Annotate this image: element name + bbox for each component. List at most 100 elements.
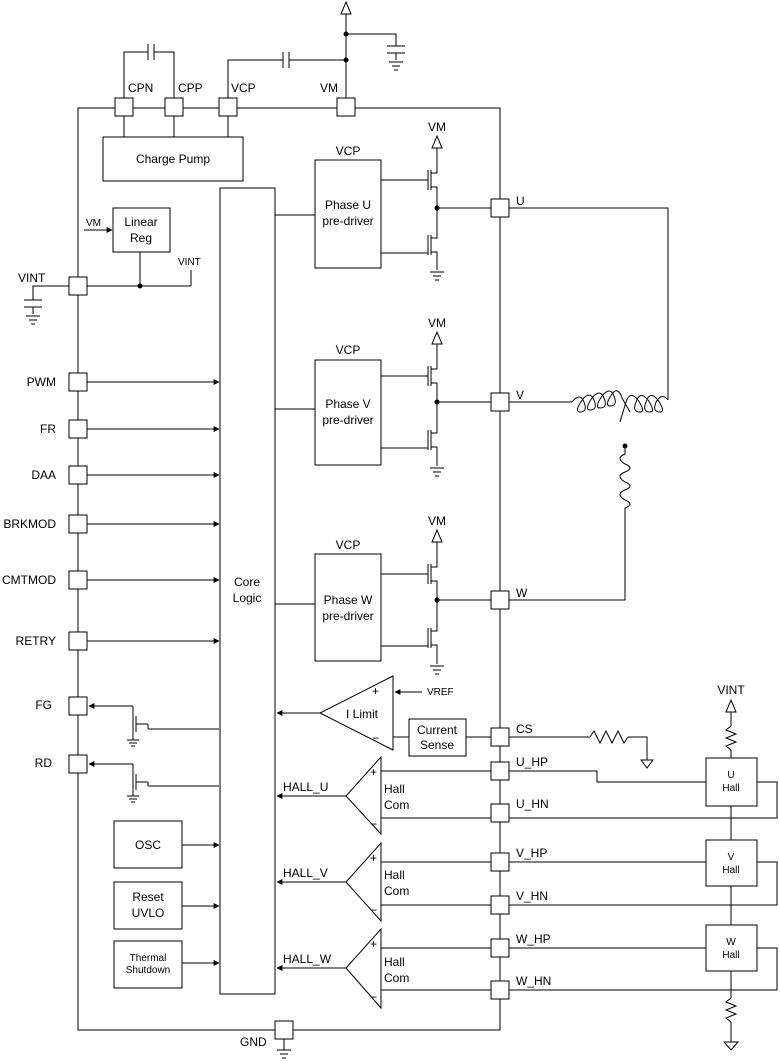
hall-w-label-1: Hall xyxy=(384,955,405,969)
hall-u-plus: + xyxy=(370,765,377,779)
hall-bottom-resistor-icon xyxy=(724,997,738,1023)
pin-w xyxy=(490,590,510,610)
w-hall-sensor-label-2: Hall xyxy=(722,950,739,961)
shutdown-label: Shutdown xyxy=(126,965,170,976)
linear-reg-block xyxy=(112,207,171,253)
ground-icon xyxy=(389,61,403,71)
pin-label-v-hn: V_HN xyxy=(516,889,548,903)
phase-v-vcp-label: VCP xyxy=(336,343,361,357)
hall-vint-label: VINT xyxy=(717,683,745,697)
pin-label-brkmod: BRKMOD xyxy=(3,517,56,531)
ground-icon xyxy=(127,739,139,747)
pin-label-u-hn: U_HN xyxy=(516,797,549,811)
charge-pump-label: Charge Pump xyxy=(136,152,210,166)
hall-vint-supply-icon xyxy=(725,698,737,713)
hall-u-label-1: Hall xyxy=(384,782,405,796)
pin-label-cmtmod: CMTMOD xyxy=(2,573,56,587)
motor-windings xyxy=(509,207,669,601)
linear-reg-vm-label: VM xyxy=(86,218,101,229)
pin-w-hp xyxy=(490,938,510,958)
pin-label-rd: RD xyxy=(35,756,53,770)
osc-label: OSC xyxy=(135,838,161,852)
hall-u-comparator xyxy=(345,755,382,836)
hall-w-minus: − xyxy=(370,990,377,1004)
w-hall-sensor-label-1: W xyxy=(726,937,736,948)
v-hall-sensor-label-1: V xyxy=(728,852,735,863)
phase-u-vcp-label: VCP xyxy=(336,144,361,158)
pin-cpn xyxy=(114,97,134,117)
pin-rd xyxy=(68,754,88,774)
pin-label-v-hp: V_HP xyxy=(516,846,547,860)
ground-icon xyxy=(722,1041,740,1051)
hall-v-plus: + xyxy=(370,851,377,865)
phase-w-vm-icon xyxy=(431,528,443,543)
output-pins: FG RD xyxy=(35,696,219,803)
current-sense-label-2: Sense xyxy=(420,738,454,752)
pin-cs xyxy=(490,727,510,747)
pin-v-hn xyxy=(490,895,510,915)
core-logic-block xyxy=(219,187,276,995)
ground-icon xyxy=(127,795,139,803)
phase-w-vcp-label: VCP xyxy=(336,538,361,552)
hall-v-comparator xyxy=(345,841,382,923)
hall-u-minus: − xyxy=(370,817,377,831)
vint-internal-label: VINT xyxy=(178,257,201,268)
pin-label-w-hp: W_HP xyxy=(516,932,551,946)
hall-v-minus: − xyxy=(370,903,377,917)
pin-label-fg: FG xyxy=(35,698,52,712)
phase-u-vm-label: VM xyxy=(428,120,446,134)
reset-uvlo-block xyxy=(113,881,183,930)
phase-v-vm-label: VM xyxy=(428,316,446,330)
hall-w-section: Hall Com + − HALL_W W_HP W_HN W Hall xyxy=(276,924,778,1010)
pin-label-w-hn: W_HN xyxy=(516,974,551,988)
i-limit-comparator xyxy=(318,675,394,751)
pin-label-cpp: CPP xyxy=(178,81,203,95)
core-logic-label-2: Logic xyxy=(233,591,262,605)
uvlo-label: UVLO xyxy=(132,906,165,920)
pin-label-w: W xyxy=(516,586,528,600)
u-hall-sensor-label-2: Hall xyxy=(722,783,739,794)
phase-v-vm-icon xyxy=(431,330,443,345)
input-pins: PWM FR DAA BRKMOD CMTMOD RETRY xyxy=(2,372,220,651)
support-blocks: OSC Reset UVLO Thermal Shutdown xyxy=(113,820,220,989)
v-hall-sensor-label-2: Hall xyxy=(722,865,739,876)
hall-u-section: Hall Com + − HALL_U U_HP U_HN U Hall xyxy=(276,755,778,836)
pin-cmtmod xyxy=(68,570,88,590)
phase-w-vm-label: VM xyxy=(428,514,446,528)
ground-icon xyxy=(430,467,444,477)
hall-top-resistor-icon xyxy=(724,725,738,751)
current-sense-label-1: Current xyxy=(417,723,458,737)
hall-supply: VINT xyxy=(717,683,745,1051)
v-hall-sensor xyxy=(705,839,758,887)
phase-u-vm-icon xyxy=(431,134,443,149)
pin-daa xyxy=(68,465,88,485)
pin-label-gnd: GND xyxy=(240,1035,267,1049)
reset-label: Reset xyxy=(132,890,164,904)
pin-v xyxy=(490,392,510,412)
hall-w-comparator xyxy=(345,927,382,1010)
hall-w-signal: HALL_W xyxy=(283,952,332,966)
pin-label-pwm: PWM xyxy=(27,375,56,389)
hall-u-signal: HALL_U xyxy=(283,780,328,794)
pin-label-vint: VINT xyxy=(18,271,46,285)
u-hall-sensor xyxy=(705,757,758,807)
linear-reg-section: VM Linear Reg VINT VINT xyxy=(18,207,201,325)
pin-label-vm: VM xyxy=(320,81,338,95)
ground-icon xyxy=(26,315,40,325)
pin-label-daa: DAA xyxy=(31,468,56,482)
pin-cpp xyxy=(164,97,184,117)
pin-label-fr: FR xyxy=(40,422,56,436)
pin-fg xyxy=(68,696,88,716)
pin-vint xyxy=(68,276,88,296)
current-sense-block xyxy=(408,718,467,757)
pin-label-u-hp: U_HP xyxy=(516,755,548,769)
pin-u-hp xyxy=(490,761,510,781)
core-logic-label-1: Core xyxy=(234,575,260,589)
phase-u-label-2: pre-driver xyxy=(322,214,373,228)
u-hall-sensor-label-1: U xyxy=(727,770,734,781)
hall-w-label-2: Com xyxy=(384,971,409,985)
charge-pump-section: CPN CPP VCP VM Charge Pump xyxy=(102,0,405,182)
ground-icon xyxy=(277,1049,291,1059)
i-limit-label: I Limit xyxy=(346,707,379,721)
pin-label-v: V xyxy=(516,388,524,402)
